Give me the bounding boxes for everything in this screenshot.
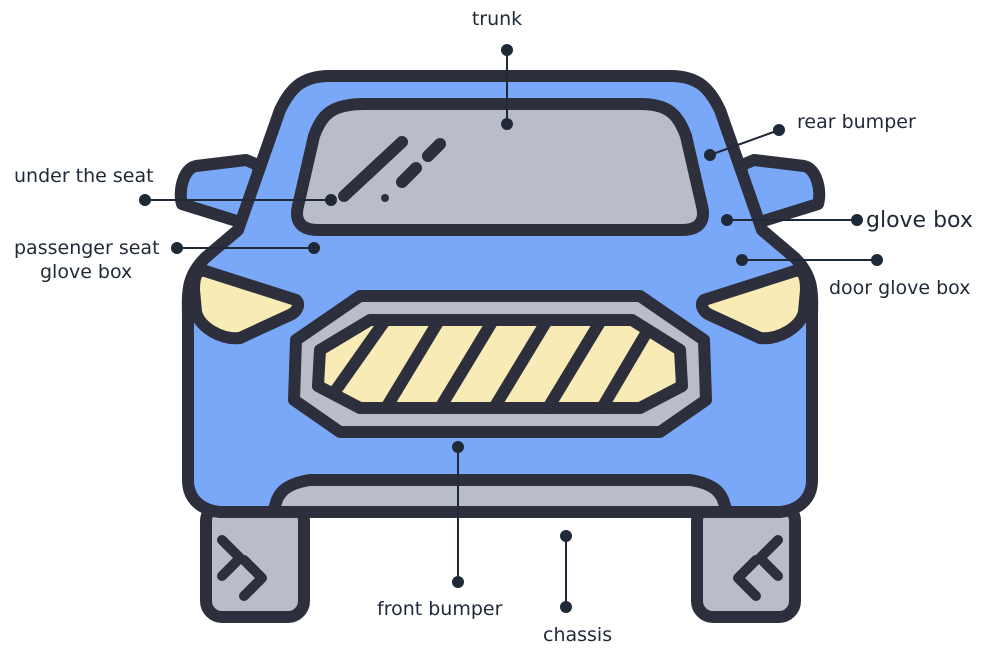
- windshield: [291, 98, 709, 236]
- label-rear-bumper: rear bumper: [797, 111, 916, 133]
- label-front-bumper: front bumper: [377, 598, 503, 620]
- right-headlight: [695, 264, 812, 345]
- label-under-the-seat: under the seat: [14, 165, 154, 187]
- label-glove-box: glove box: [866, 208, 973, 233]
- car-illustration: [174, 70, 826, 623]
- label-passenger-seat-glove-box: glove box: [40, 261, 132, 283]
- bumper-band: [268, 474, 732, 518]
- left-headlight: [188, 264, 305, 345]
- left-tire: [200, 499, 310, 623]
- labels: trunk rear bumper under the seat glove b…: [14, 8, 973, 646]
- right-tire: [691, 499, 801, 623]
- label-passenger-seat: passenger seat: [14, 237, 160, 259]
- label-trunk: trunk: [472, 8, 522, 30]
- grille-slats: [330, 316, 654, 414]
- windshield-reflection-dot: [381, 194, 389, 202]
- label-chassis: chassis: [543, 624, 612, 646]
- leader-lines: [139, 44, 883, 613]
- label-door-glove-box: door glove box: [829, 277, 970, 299]
- windshield-reflection: [338, 136, 446, 202]
